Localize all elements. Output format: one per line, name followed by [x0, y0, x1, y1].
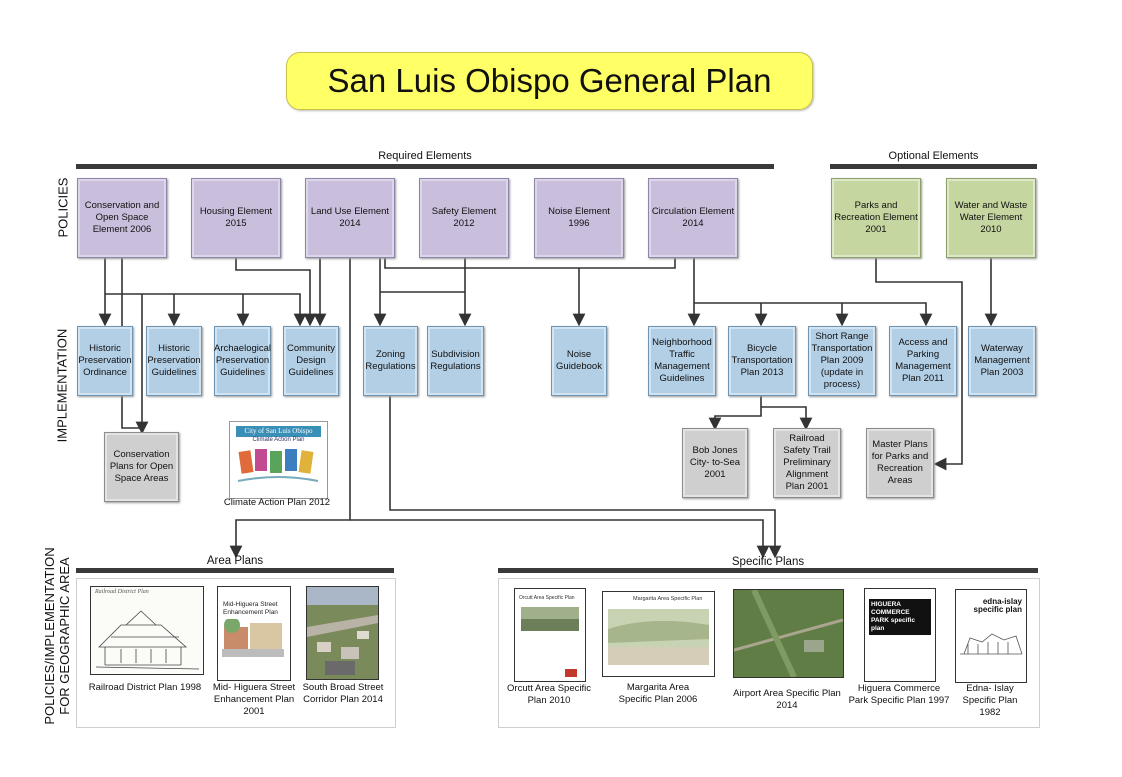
climate-cover-subtitle: Climate Action Plan: [252, 437, 305, 443]
south-broad-caption: South Broad Street Corridor Plan 2014: [302, 682, 384, 705]
impl-short-range-transportation[interactable]: Short Range Transportation Plan 2009 (up…: [808, 326, 876, 396]
element-parks-recreation[interactable]: Parks and Recreation Element 2001: [831, 178, 921, 258]
south-broad-aerial: [307, 587, 378, 679]
specific-plans-label: Specific Plans: [731, 556, 805, 568]
element-noise[interactable]: Noise Element 1996: [534, 178, 624, 258]
element-circulation[interactable]: Circulation Element 2014: [648, 178, 738, 258]
margarita-cover[interactable]: Margarita Area Specific Plan: [602, 591, 715, 677]
optional-elements-label: Optional Elements: [888, 150, 979, 162]
climate-cover-illustration: [237, 449, 319, 482]
higuera-commerce-cover[interactable]: HIGUERA COMMERCE PARK specific plan: [864, 588, 936, 682]
page-title: San Luis Obispo General Plan: [286, 52, 813, 110]
airport-caption: Airport Area Specific Plan 2014: [733, 688, 841, 711]
area-plans-bar: [76, 568, 394, 573]
subplan-conservation-plans[interactable]: Conservation Plans for Open Space Areas: [104, 432, 179, 502]
subplan-master-parks[interactable]: Master Plans for Parks and Recreation Ar…: [866, 428, 934, 498]
edna-islay-cover[interactable]: edna-islay specific plan: [955, 589, 1027, 683]
mid-higuera-illustration: [222, 617, 284, 657]
edna-islay-cover-title: edna-islay specific plan: [973, 597, 1022, 614]
orcutt-caption: Orcutt Area Specific Plan 2010: [507, 683, 591, 706]
mid-higuera-cover[interactable]: Mid-Higuera Street Enhancement Plan: [217, 586, 291, 681]
margarita-cover-title: Margarita Area Specific Plan: [633, 596, 703, 602]
railroad-district-cover[interactable]: Railroad District Plan: [90, 586, 204, 675]
margarita-aerial: [608, 609, 709, 665]
orcutt-illustration: [521, 607, 579, 677]
required-elements-bar: [76, 164, 774, 169]
mid-higuera-caption: Mid- Higuera Street Enhancement Plan 200…: [212, 682, 296, 717]
optional-elements-bar: [830, 164, 1037, 169]
impl-archaeological-guidelines[interactable]: Archaelogical Preservation Guidelines: [214, 326, 271, 396]
higuera-commerce-caption: Higuera Commerce Park Specific Plan 1997: [848, 683, 950, 706]
impl-historic-guidelines[interactable]: Historic Preservation Guidelines: [146, 326, 202, 396]
higuera-commerce-cover-title: HIGUERA COMMERCE PARK specific plan: [869, 599, 931, 635]
south-broad-cover[interactable]: [306, 586, 379, 680]
impl-noise-guidebook[interactable]: Noise Guidebook: [551, 326, 607, 396]
climate-plan-caption: Climate Action Plan 2012: [223, 497, 331, 508]
mid-higuera-cover-title: Mid-Higuera Street Enhancement Plan: [223, 601, 278, 616]
required-elements-label: Required Elements: [378, 150, 472, 162]
impl-waterway-management[interactable]: Waterway Management Plan 2003: [968, 326, 1036, 396]
railroad-sketch: [95, 610, 200, 670]
impl-community-design[interactable]: Community Design Guidelines: [283, 326, 339, 396]
specific-plans-bar: [498, 568, 1038, 573]
element-conservation[interactable]: Conservation and Open Space Element 2006: [77, 178, 167, 258]
subplan-railroad-trail[interactable]: Railroad Safety Trail Preliminary Alignm…: [773, 428, 841, 498]
orcutt-cover[interactable]: Orcutt Area Specific Plan: [514, 588, 586, 682]
area-plans-label: Area Plans: [206, 555, 264, 567]
edna-islay-sketch: [960, 633, 1023, 655]
airport-cover[interactable]: [733, 589, 844, 678]
railroad-district-caption: Railroad District Plan 1998: [88, 682, 202, 693]
element-housing[interactable]: Housing Element 2015: [191, 178, 281, 258]
orcutt-cover-title: Orcutt Area Specific Plan: [519, 595, 575, 601]
impl-historic-ordinance[interactable]: Historic Preservation Ordinance: [77, 326, 133, 396]
subplan-bob-jones[interactable]: Bob Jones City- to-Sea 2001: [682, 428, 748, 498]
climate-plan-cover[interactable]: City of San Luis Obispo Climate Action P…: [229, 421, 328, 499]
element-land-use[interactable]: Land Use Element 2014: [305, 178, 395, 258]
edna-islay-caption: Edna- Islay Specific Plan 1982: [962, 683, 1018, 718]
impl-subdivision[interactable]: Subdivision Regulations: [427, 326, 484, 396]
impl-bicycle-plan[interactable]: Bicycle Transportation Plan 2013: [728, 326, 796, 396]
element-safety[interactable]: Safety Element 2012: [419, 178, 509, 258]
element-water-wastewater[interactable]: Water and Waste Water Element 2010: [946, 178, 1036, 258]
impl-neighborhood-traffic[interactable]: Neighborhood Traffic Management Guidelin…: [648, 326, 716, 396]
climate-cover-title: City of San Luis Obispo: [236, 426, 321, 437]
airport-aerial: [734, 590, 843, 677]
impl-access-parking[interactable]: Access and Parking Management Plan 2011: [889, 326, 957, 396]
margarita-caption: Margarita Area Specific Plan 2006: [618, 682, 698, 705]
impl-zoning[interactable]: Zoning Regulations: [363, 326, 418, 396]
railroad-cover-title: Railroad District Plan: [95, 589, 149, 595]
